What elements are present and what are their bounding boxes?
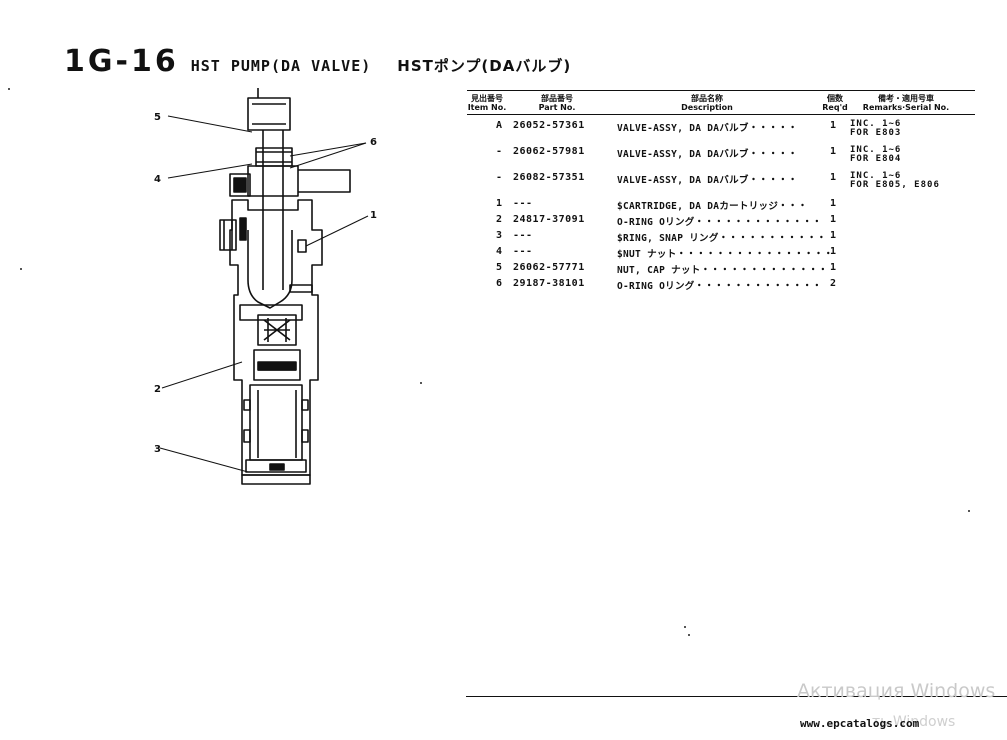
- piston: [253, 349, 301, 381]
- cap-nut: [247, 97, 291, 131]
- item-no: A: [496, 120, 503, 131]
- quantity: 1: [830, 120, 837, 131]
- part-no: ---: [513, 198, 533, 209]
- right-fitting: [297, 239, 307, 253]
- table-row: A 26052-57361 VALVE-ASSY, DA DAバルブ・・・・・ 1 IN…: [467, 120, 975, 137]
- item-no: -: [496, 172, 503, 183]
- page-name-jp: HSTポンプ(DAバルブ): [397, 57, 572, 75]
- activation-watermark-2: ть Windows: [872, 714, 956, 730]
- part-no: ---: [513, 246, 533, 257]
- site-url: www.epcatalogs.com: [800, 717, 920, 730]
- callout-2: 2: [154, 384, 161, 395]
- scan-speck: [8, 88, 10, 90]
- collar: [239, 304, 303, 321]
- scan-speck: [20, 268, 22, 270]
- description: $RING, SNAP リング・・・・・・・・・・・: [617, 233, 827, 244]
- part-no: 26062-57981: [513, 146, 585, 157]
- activation-watermark: Активация Windows: [797, 680, 996, 702]
- page-code: 1G-16: [64, 44, 179, 79]
- left-fitting: [219, 219, 237, 251]
- remarks-line-1: INC. 1~6: [850, 119, 902, 129]
- description: O-RING Oリング・・・・・・・・・・・・・: [617, 281, 822, 292]
- table-row: -26082-57351 VALVE-ASSY, DA DAバルブ・・・・・ 1 IN…: [467, 172, 975, 189]
- scan-speck: [688, 634, 690, 636]
- page-name: HST PUMP(DA VALVE): [190, 57, 372, 75]
- callout-6: 6: [370, 137, 377, 148]
- table-row: 1 --- $CARTRIDGE, DA DAカートリッジ・・・ 1: [467, 198, 975, 214]
- footer-rule: [466, 696, 1007, 697]
- item-no: 1: [496, 198, 503, 209]
- callout-5: 5: [154, 112, 161, 123]
- quantity: 2: [830, 278, 837, 289]
- table-row: 5 26062-57771 NUT, CAP ナット・・・・・・・・・・・・・1: [467, 262, 975, 278]
- remarks-line-2: FOR E803: [850, 127, 902, 138]
- description: $NUT ナット・・・・・・・・・・・・・・・・: [617, 249, 834, 260]
- part-no: 26062-57771: [513, 262, 585, 273]
- quantity: 1: [830, 214, 837, 225]
- description: NUT, CAP ナット・・・・・・・・・・・・・: [617, 265, 828, 276]
- part-no: 26052-57361: [513, 120, 585, 131]
- remarks-line-2: FOR E805, E806: [850, 179, 940, 190]
- side-arm: [298, 169, 351, 193]
- table-row: 3 --- $RING, SNAP リング・・・・・・・・・・・1: [467, 230, 975, 246]
- part-no: 29187-38101: [513, 278, 585, 289]
- header-top-rule: [467, 90, 975, 91]
- quantity: 1: [830, 146, 837, 157]
- part-no: ---: [513, 230, 533, 241]
- part-no: 26082-57351: [513, 172, 585, 183]
- part-no: 24817-37091: [513, 214, 585, 225]
- spring-cavity: [257, 314, 297, 346]
- remarks-line-1: INC. 1~6: [850, 171, 902, 181]
- remarks-line-1: INC. 1~6: [850, 145, 902, 155]
- o-ring-upper: [255, 147, 293, 167]
- description: VALVE-ASSY, DA DAバルブ・・・・・: [617, 149, 798, 160]
- description: $CARTRIDGE, DA DAカートリッジ・・・: [617, 201, 808, 212]
- lock-nut: [247, 165, 299, 197]
- description: VALVE-ASSY, DA DAバルブ・・・・・: [617, 123, 798, 134]
- quantity: 1: [830, 230, 837, 241]
- table-row: 2 24817-37091 O-RING Oリング・・・・・・・・・・・・・ 1: [467, 214, 975, 230]
- description: VALVE-ASSY, DA DAバルブ・・・・・: [617, 175, 798, 186]
- item-no: 3: [496, 230, 503, 241]
- scan-speck: [420, 382, 422, 384]
- quantity: 1: [830, 246, 837, 257]
- item-no: -: [496, 146, 503, 157]
- table-row: 6 29187-38101 O-RING Oリング・・・・・・・・・・・・・ 2: [467, 278, 975, 294]
- header-bottom-rule: [467, 114, 975, 115]
- page-title: 1G-16 HST PUMP(DA VALVE) HSTポンプ(DAバルブ): [64, 44, 571, 79]
- quantity: 1: [830, 262, 837, 273]
- callout-4: 4: [154, 174, 161, 185]
- left-block: [229, 173, 251, 197]
- remarks-line-2: FOR E804: [850, 153, 902, 164]
- quantity: 1: [830, 198, 837, 209]
- callout-3: 3: [154, 444, 161, 455]
- item-no: 6: [496, 278, 503, 289]
- description: O-RING Oリング・・・・・・・・・・・・・: [617, 217, 822, 228]
- scan-speck: [684, 626, 686, 628]
- table-row: -26062-57981 VALVE-ASSY, DA DAバルブ・・・・・ 1 IN…: [467, 146, 975, 163]
- callout-1: 1: [370, 210, 377, 221]
- table-row: 4 --- $NUT ナット・・・・・・・・・・・・・・・・1: [467, 246, 975, 262]
- quantity: 1: [830, 172, 837, 183]
- item-no: 2: [496, 214, 503, 225]
- valve-diagram: 5 4 6 1 2 3: [154, 88, 377, 485]
- item-no: 5: [496, 262, 503, 273]
- scan-speck: [968, 510, 970, 512]
- valve-body: [229, 199, 323, 476]
- snap-ring: [245, 459, 307, 473]
- item-no: 4: [496, 246, 503, 257]
